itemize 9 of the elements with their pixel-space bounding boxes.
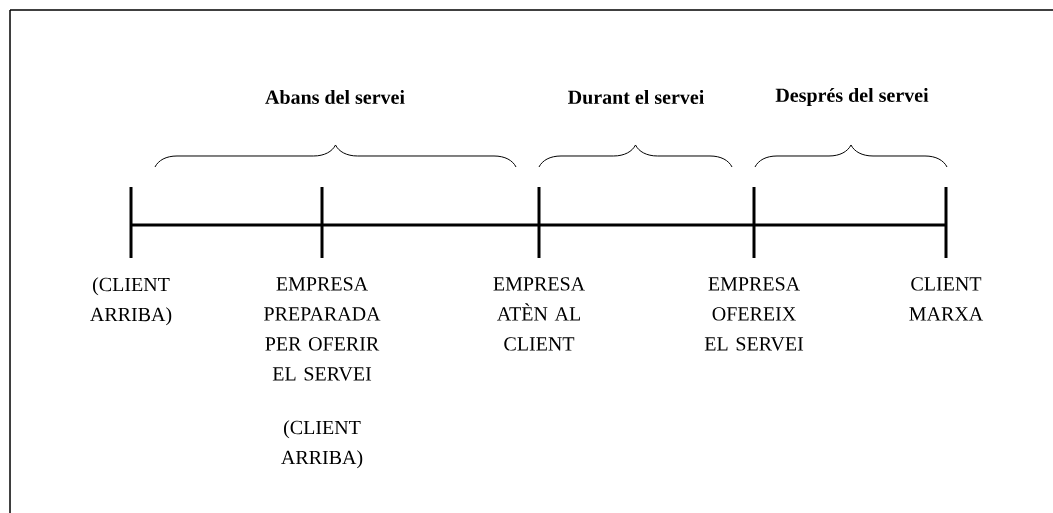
event-label: CLIENT MARXA [909, 277, 984, 321]
event-label: (CLIENT ARRIBA) [90, 277, 172, 326]
section-heading: Després del servei [775, 87, 929, 107]
event-label: EMPRESA ATÈN AL CLIENT [493, 277, 585, 351]
event-label: (CLIENT ARRIBA) [281, 420, 363, 469]
event-label: EMPRESA OFEREIX EL SERVEI [704, 277, 804, 351]
section-heading: Durant el servei [568, 89, 705, 105]
section-heading: Abans del servei [265, 89, 405, 104]
event-label: EMPRESA PREPARADA PER OFERIR EL SERVEI [264, 277, 381, 381]
